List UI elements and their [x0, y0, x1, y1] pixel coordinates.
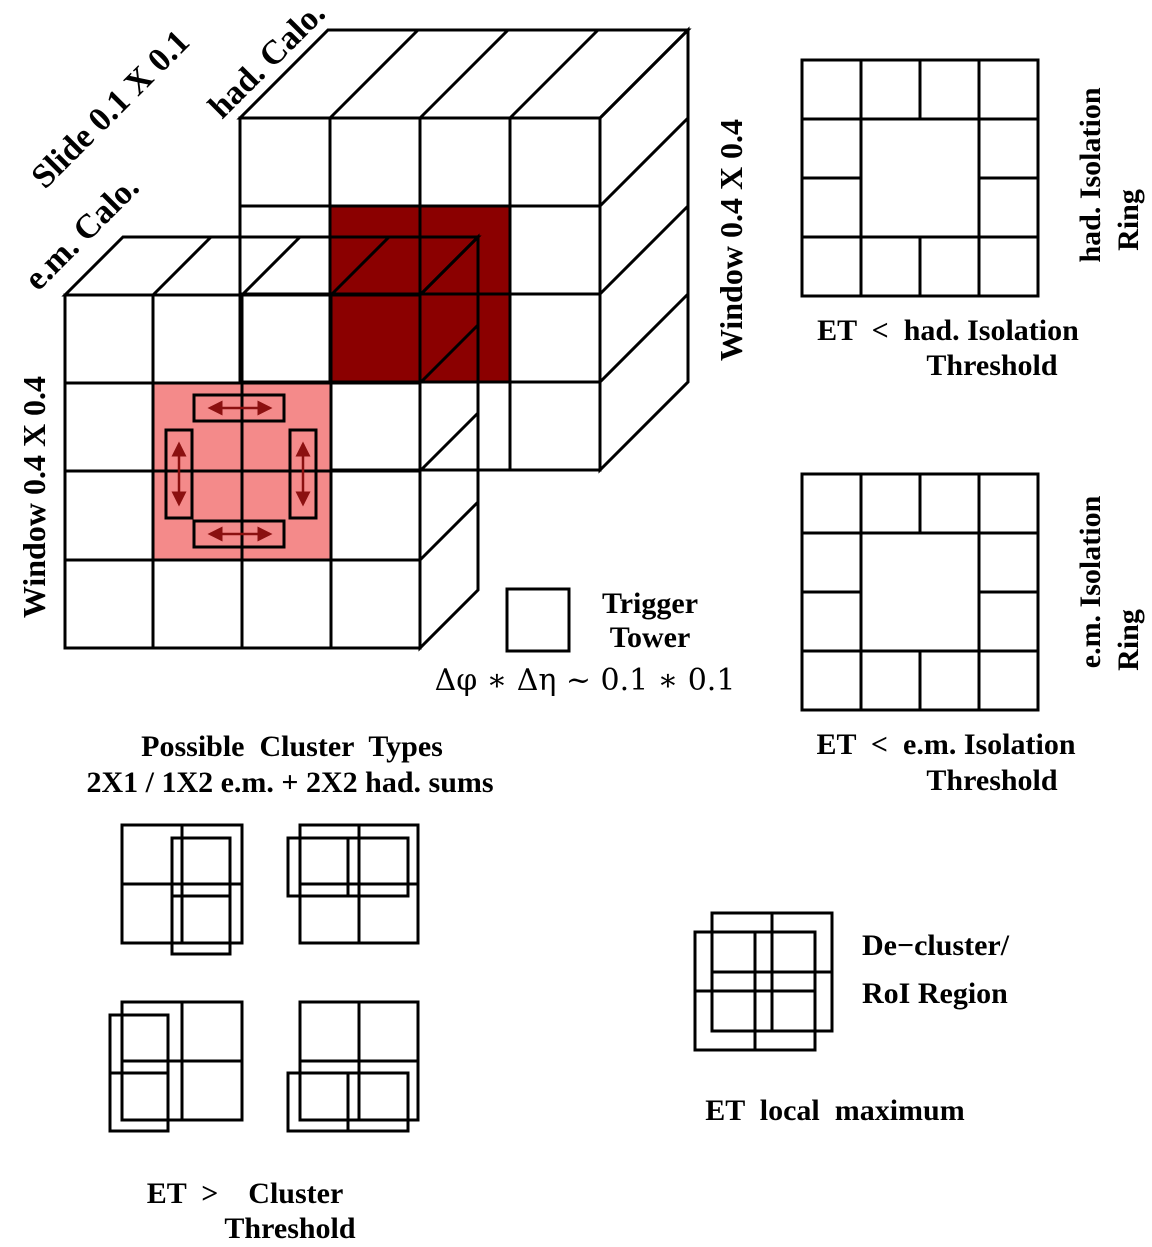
- had-calo-label: had. Calo.: [201, 0, 332, 126]
- sliding-window-indicators: [164, 393, 318, 549]
- cluster-threshold-caption-line1: ET > Cluster: [147, 1177, 344, 1210]
- em-calorimeter-block: [61, 233, 482, 652]
- slide-box-right: [288, 428, 318, 520]
- roi-caption: ET local maximum: [705, 1094, 964, 1127]
- cluster-type-vertical-right: [120, 823, 244, 956]
- had-ring-caption-line2: Threshold: [926, 349, 1057, 382]
- cluster-type-vertical-left: [108, 1000, 244, 1133]
- cluster-threshold-caption-line2: Threshold: [224, 1212, 355, 1245]
- em-isolation-ring: [800, 472, 1040, 712]
- em-ring-caption-line1: ET < e.m. Isolation: [816, 728, 1075, 761]
- slide-box-top: [192, 393, 286, 423]
- had-ring-label-line1: had. Isolation: [1074, 87, 1107, 262]
- tower-size-formula: Δφ ∗ Δη ~ 0.1 ∗ 0.1: [435, 663, 736, 698]
- trigger-tower-swatch: [505, 587, 571, 653]
- slide-box-left: [164, 428, 194, 520]
- cluster-types-subtitle: 2X1 / 1X2 e.m. + 2X2 had. sums: [86, 766, 493, 799]
- legend-line1: Trigger: [602, 587, 698, 620]
- trigger-tower-legend: Trigger Tower Δφ ∗ Δη ~ 0.1 ∗ 0.1: [435, 587, 736, 698]
- had-ring-label-line2: Ring: [1112, 189, 1145, 251]
- roi-region: [693, 911, 834, 1052]
- em-ring-caption-line2: Threshold: [926, 764, 1057, 797]
- cluster-type-horizontal-bottom: [286, 1000, 420, 1133]
- slide-box-bottom: [192, 519, 286, 549]
- slide-size-label: Slide 0.1 X 0.1: [24, 23, 196, 195]
- window-size-label-right: Window 0.4 X 0.4: [713, 119, 749, 361]
- roi-label-line2: RoI Region: [862, 977, 1008, 1010]
- em-ring-label-line2: Ring: [1112, 609, 1145, 671]
- cluster-types-title: Possible Cluster Types: [141, 730, 443, 763]
- em-ring-label-line1: e.m. Isolation: [1074, 495, 1107, 668]
- had-ring-caption-line1: ET < had. Isolation: [817, 314, 1079, 347]
- had-isolation-ring: [800, 58, 1040, 298]
- legend-line2: Tower: [610, 621, 691, 654]
- roi-label-line1: De−cluster/: [862, 929, 1010, 962]
- cluster-type-horizontal-top: [286, 823, 420, 945]
- window-size-label-left: Window 0.4 X 0.4: [16, 376, 52, 618]
